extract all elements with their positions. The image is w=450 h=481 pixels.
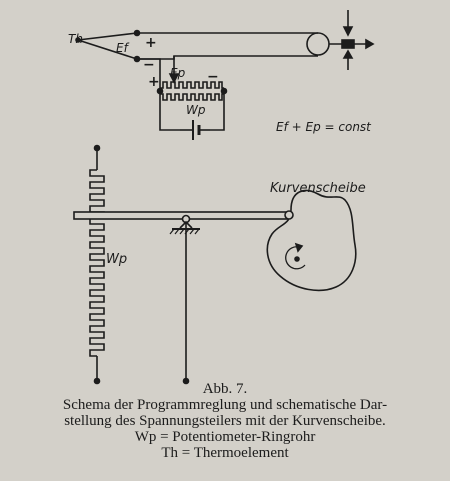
light-arrow-top-head: [342, 26, 354, 37]
cam-follower-roller: [284, 210, 294, 220]
caption-line-1: Schema der Programmreglung und schematis…: [62, 397, 388, 413]
caption-line-4: Th = Thermoelement: [161, 445, 289, 461]
cam-disc: [266, 189, 357, 292]
galvanometer-coil: [306, 32, 330, 56]
potentiometer-label: Wp: [186, 103, 206, 117]
constant-equation: Ef + Ep = const: [276, 120, 372, 134]
caption-line-3: Wp = Potentiometer-Ringrohr: [134, 429, 316, 445]
resistor-label: Wp: [106, 252, 127, 267]
thermocouple-label: Th: [68, 32, 83, 46]
sign-minus-pot: −: [207, 69, 219, 85]
cam-axis: [294, 256, 300, 262]
pot-resistor-top: [160, 81, 224, 89]
photo-cell: [341, 39, 355, 49]
wiper-arrowhead: [168, 73, 180, 84]
caption-line-2: stellung des Spannungsteilers mit der Ku…: [64, 413, 386, 429]
lever-beam: [73, 211, 289, 220]
emf-thermo-label: Ef: [116, 41, 130, 55]
sign-plus-top: +: [145, 35, 157, 51]
emf-potentiometer-label: Ep: [170, 66, 186, 80]
ground-hatch: [169, 228, 200, 235]
sign-plus-pot: +: [148, 74, 160, 90]
thermocouple-junction: [75, 37, 81, 43]
divider-terminal-bottom: [93, 377, 101, 385]
rotation-arrow: [285, 246, 306, 270]
pot-resistor-bottom: [160, 93, 224, 101]
thermocouple-wire-lower: [77, 39, 138, 60]
output-terminal: [182, 377, 190, 385]
cam-label: Kurvenscheibe: [270, 181, 366, 196]
figure-number: Abb. 7.: [202, 381, 248, 397]
pointer-arrowhead: [365, 38, 375, 50]
galvanometer-lead-bottom: [137, 55, 318, 60]
pot-terminal-left: [156, 87, 164, 95]
figure-caption: Abb. 7. Schema der Programmreglung und s…: [0, 381, 450, 461]
pot-terminal-right: [220, 87, 228, 95]
pot-lead-right: [210, 91, 225, 131]
rotation-arrowhead: [294, 242, 304, 253]
divider-resistor: [89, 169, 105, 357]
light-arrow-bottom-head: [342, 49, 354, 59]
sign-minus-top: −: [143, 57, 155, 73]
divider-terminal-top: [93, 144, 101, 152]
thermocouple-wire-upper: [77, 32, 138, 41]
